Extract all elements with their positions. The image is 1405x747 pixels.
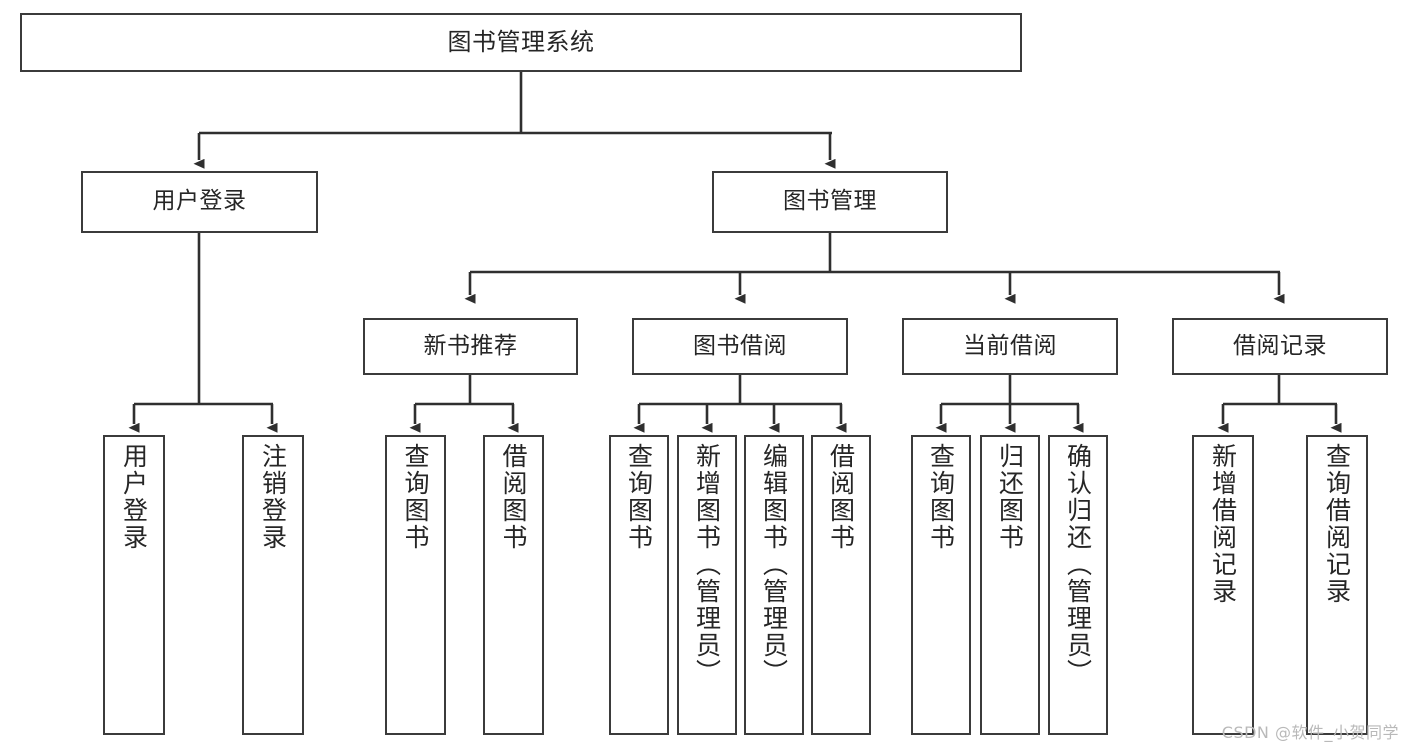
leaf-borrow-borrow-book[interactable]: 借阅图书 [811, 435, 871, 735]
node-current-borrow[interactable]: 当前借阅 [902, 318, 1118, 375]
node-borrow-record[interactable]: 借阅记录 [1172, 318, 1388, 375]
node-label: 查询借阅记录 [1322, 443, 1352, 605]
node-label: 查询图书 [624, 443, 654, 551]
node-label: 借阅图书 [826, 443, 856, 551]
leaf-user-logout[interactable]: 注销登录 [242, 435, 304, 735]
leaf-recommend-borrow-book[interactable]: 借阅图书 [483, 435, 544, 735]
node-label: 查询图书 [401, 443, 430, 551]
node-book-management[interactable]: 图书管理 [712, 171, 948, 233]
leaf-borrow-add-book-admin[interactable]: 新增图书（管理员） [677, 435, 737, 735]
node-new-book-recommend[interactable]: 新书推荐 [363, 318, 578, 375]
node-label: 图书管理系统 [447, 28, 595, 57]
leaf-borrow-query-book[interactable]: 查询图书 [609, 435, 669, 735]
node-book-borrow[interactable]: 图书借阅 [632, 318, 848, 375]
leaf-recommend-query-book[interactable]: 查询图书 [385, 435, 446, 735]
node-label: 新增借阅记录 [1208, 443, 1238, 605]
node-label: 当前借阅 [963, 332, 1057, 359]
node-label: 借阅图书 [499, 443, 528, 551]
node-label: 图书管理 [783, 188, 877, 215]
leaf-record-add-borrow-record[interactable]: 新增借阅记录 [1192, 435, 1254, 735]
leaf-user-login[interactable]: 用户登录 [103, 435, 165, 735]
node-label: 借阅记录 [1233, 332, 1327, 359]
leaf-borrow-edit-book-admin[interactable]: 编辑图书（管理员） [744, 435, 804, 735]
node-label: 查询图书 [926, 443, 956, 551]
node-label: 编辑图书（管理员） [759, 443, 789, 686]
leaf-record-query-borrow-record[interactable]: 查询借阅记录 [1306, 435, 1368, 735]
node-label: 新增图书（管理员） [692, 443, 722, 686]
node-label: 用户登录 [119, 443, 149, 551]
watermark-credit: CSDN @软件_小贺同学 [1221, 723, 1399, 742]
node-label: 新书推荐 [423, 332, 518, 359]
leaf-current-return-book[interactable]: 归还图书 [980, 435, 1040, 735]
leaf-current-confirm-return-admin[interactable]: 确认归还（管理员） [1048, 435, 1108, 735]
node-label: 注销登录 [258, 443, 288, 551]
node-label: 图书借阅 [693, 332, 787, 359]
node-label: 确认归还（管理员） [1063, 443, 1093, 686]
node-root-system[interactable]: 图书管理系统 [20, 13, 1022, 72]
leaf-current-query-book[interactable]: 查询图书 [911, 435, 971, 735]
node-label: 归还图书 [995, 443, 1025, 551]
node-user-login[interactable]: 用户登录 [81, 171, 318, 233]
node-label: 用户登录 [152, 188, 247, 215]
